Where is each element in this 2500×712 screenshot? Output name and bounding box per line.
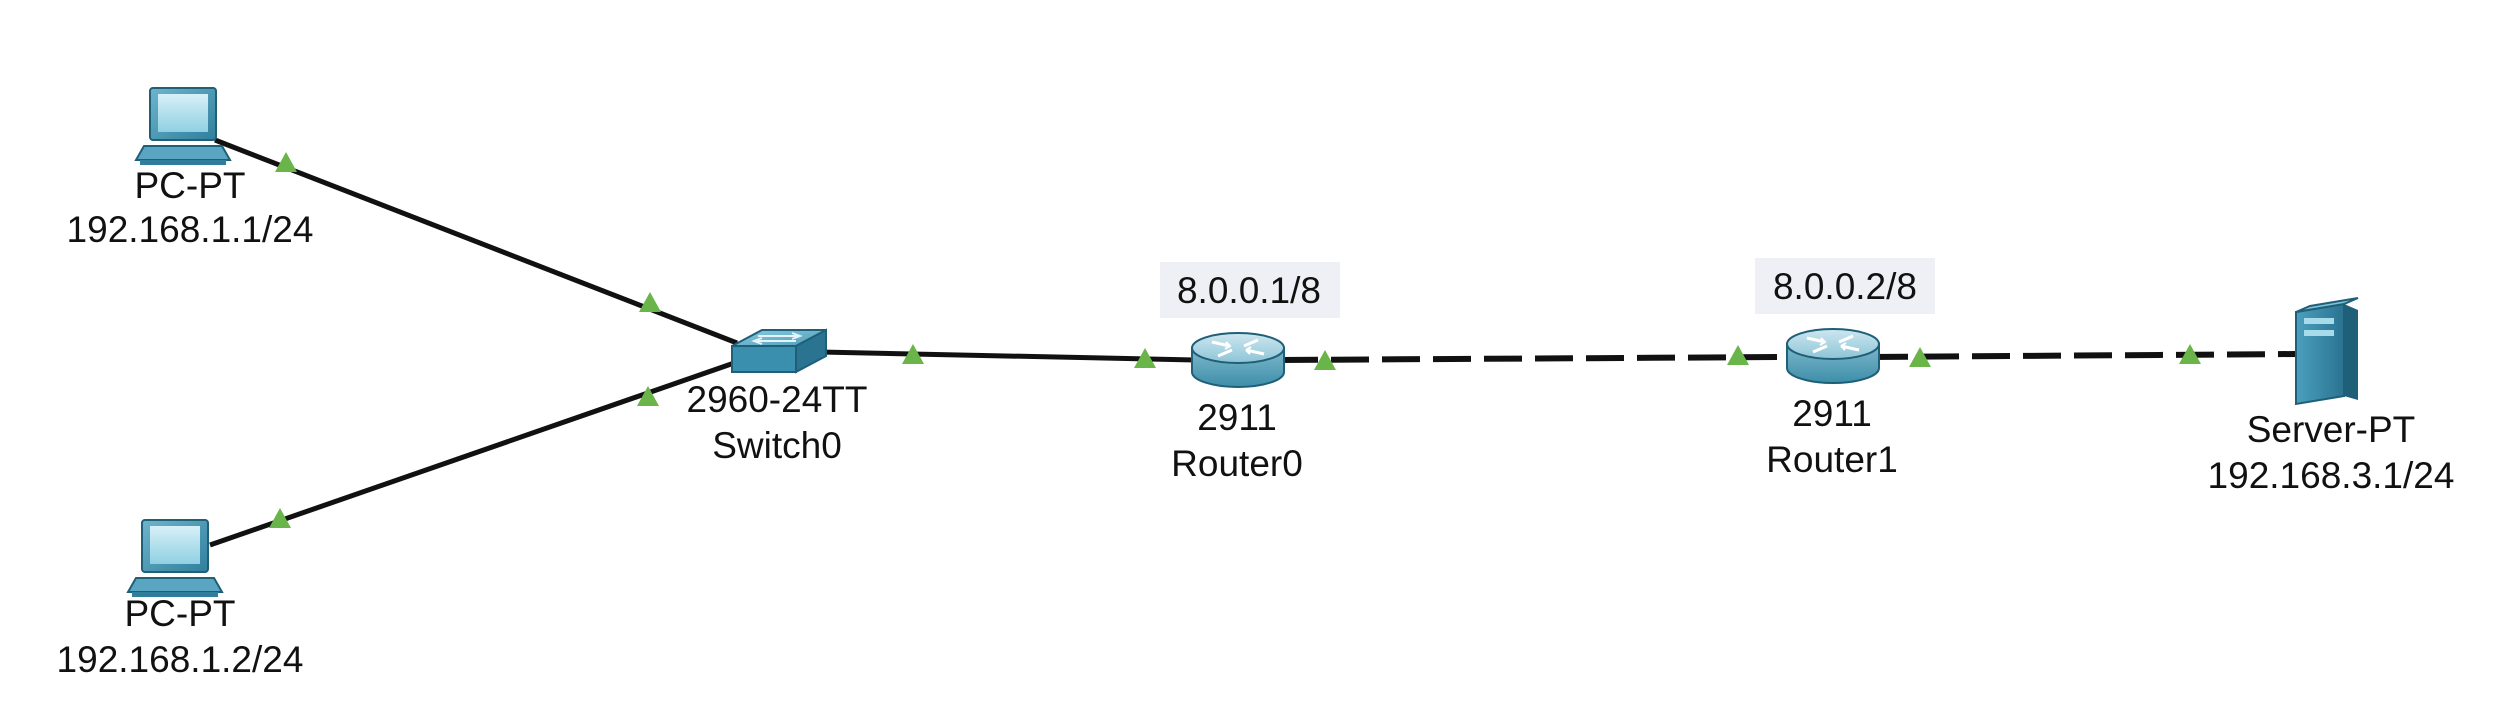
- router0-name-label: Router0: [1171, 443, 1303, 484]
- router-icon: [1786, 328, 1880, 384]
- server-icon: [2295, 297, 2359, 406]
- device-router1[interactable]: 8.0.0.2/8 2911 Router1: [1755, 258, 1935, 480]
- router1-model-label: 2911: [1792, 393, 1872, 434]
- link-up-indicator-icon: [902, 344, 924, 364]
- device-server[interactable]: Server-PT 192.168.3.1/24: [2208, 297, 2455, 496]
- pc2-ip-label: 192.168.1.2/24: [57, 639, 304, 680]
- link-up-indicator-icon: [1909, 347, 1931, 367]
- link-up-indicator-icon: [2179, 344, 2201, 364]
- server-type-label: Server-PT: [2247, 409, 2416, 450]
- device-router0[interactable]: 8.0.0.1/8 2911 Router0: [1160, 262, 1340, 484]
- link-pc2-switch0[interactable]: [209, 359, 738, 548]
- router1-ip-label-background: [1755, 258, 1935, 314]
- pc1-type-label: PC-PT: [135, 165, 246, 206]
- server-ip-label: 192.168.3.1/24: [2208, 455, 2455, 496]
- link-up-indicator-icon: [275, 152, 297, 172]
- pc2-type-label: PC-PT: [125, 593, 236, 634]
- link-switch0-router0[interactable]: [819, 349, 1196, 363]
- pc1-ip-label: 192.168.1.1/24: [67, 209, 314, 250]
- link-up-indicator-icon: [639, 292, 661, 312]
- link-status-indicators: [269, 152, 2201, 528]
- switch-icon: [731, 328, 827, 374]
- switch0-name-label: Switch0: [712, 425, 842, 466]
- router-icon: [1191, 332, 1285, 388]
- router0-ip-label-background: [1160, 262, 1340, 318]
- router1-ip-label: 8.0.0.2/8: [1773, 266, 1917, 307]
- link-up-indicator-icon: [1134, 348, 1156, 368]
- router0-ip-label: 8.0.0.1/8: [1177, 270, 1321, 311]
- pc-icon: [134, 87, 232, 165]
- pc-icon: [126, 519, 224, 597]
- link-up-indicator-icon: [1314, 350, 1336, 370]
- device-pc1[interactable]: PC-PT 192.168.1.1/24: [67, 87, 314, 250]
- device-pc2[interactable]: PC-PT 192.168.1.2/24: [57, 519, 304, 680]
- link-up-indicator-icon: [1727, 345, 1749, 365]
- link-router1-server[interactable]: [1869, 351, 2296, 360]
- switch0-model-label: 2960-24TT: [687, 379, 868, 420]
- router1-name-label: Router1: [1766, 439, 1898, 480]
- router0-model-label: 2911: [1197, 397, 1277, 438]
- device-switch0[interactable]: 2960-24TT Switch0: [687, 328, 868, 466]
- link-up-indicator-icon: [637, 386, 659, 406]
- link-up-indicator-icon: [269, 508, 291, 528]
- link-router0-router1[interactable]: [1279, 354, 1788, 363]
